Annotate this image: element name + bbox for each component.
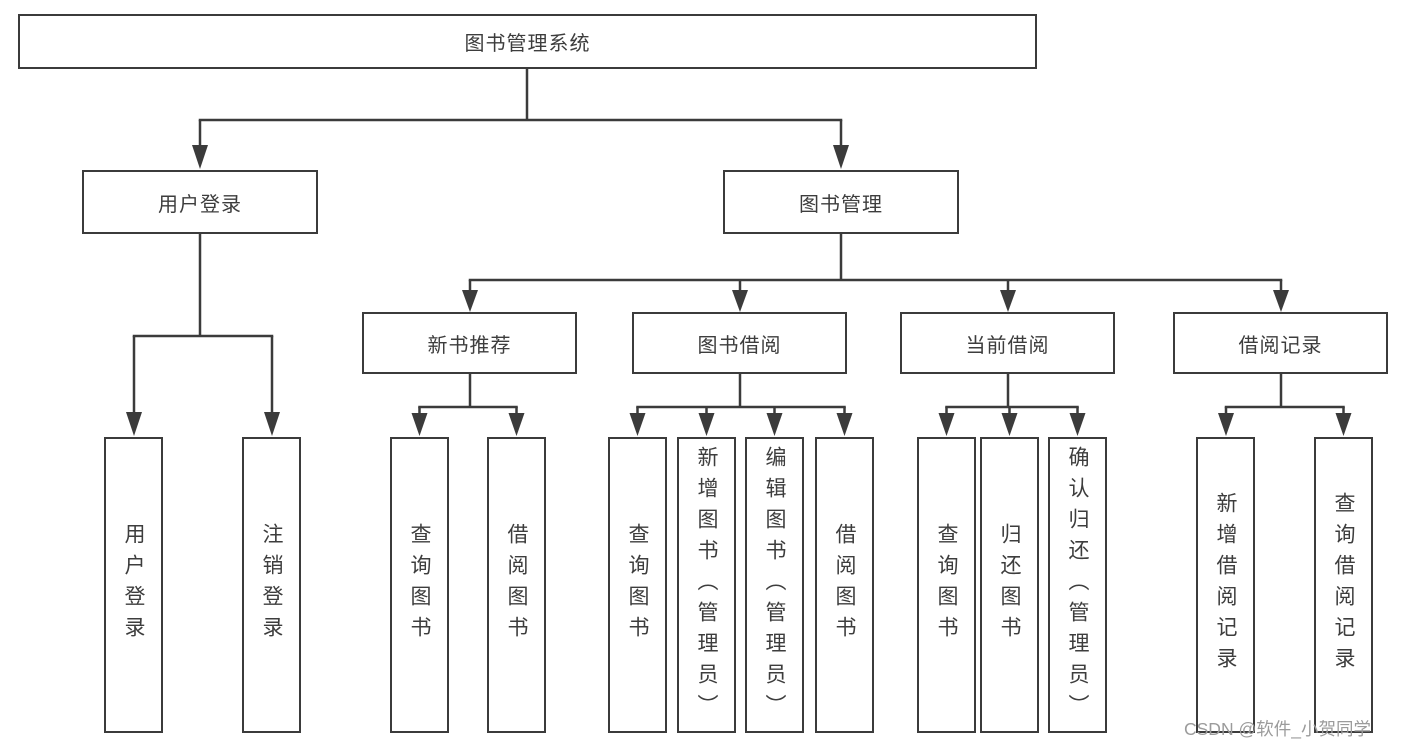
node-leaf-query-books-3: 查询图书 <box>917 437 976 733</box>
node-leaf-query-books-1: 查询图书 <box>390 437 449 733</box>
csdn-watermark: CSDN @软件_小贺同学 <box>1184 719 1371 739</box>
connector-current-borrow-to-leaves <box>938 374 1086 436</box>
node-leaf-query-borrow-record: 查询借阅记录 <box>1314 437 1373 733</box>
connector-user-login-to-leaves <box>126 234 280 436</box>
node-branch-book-management: 图书管理 <box>723 170 959 234</box>
node-leaf-borrow-books-2: 借阅图书 <box>815 437 874 733</box>
node-leaf-query-books-2: 查询图书 <box>608 437 667 733</box>
connector-book-borrow-to-leaves <box>629 374 853 436</box>
connector-root-to-branches <box>192 69 849 169</box>
node-leaf-confirm-return-admin: 确认归还（管理员） <box>1048 437 1107 733</box>
connector-borrow-records-to-leaves <box>1218 374 1352 436</box>
connector-new-books-to-leaves <box>411 374 525 436</box>
node-leaf-borrow-books-1: 借阅图书 <box>487 437 546 733</box>
node-section-book-borrow: 图书借阅 <box>632 312 847 374</box>
node-section-current-borrow: 当前借阅 <box>900 312 1115 374</box>
node-leaf-add-books-admin: 新增图书（管理员） <box>677 437 736 733</box>
node-section-borrow-records: 借阅记录 <box>1173 312 1388 374</box>
node-leaf-edit-books-admin: 编辑图书（管理员） <box>745 437 804 733</box>
node-leaf-user-login: 用户登录 <box>104 437 163 733</box>
node-leaf-add-borrow-record: 新增借阅记录 <box>1196 437 1255 733</box>
connector-book-mgmt-to-sections <box>462 234 1289 312</box>
node-section-new-book-recommend: 新书推荐 <box>362 312 577 374</box>
node-root-system: 图书管理系统 <box>18 14 1037 69</box>
node-branch-user-login: 用户登录 <box>82 170 318 234</box>
node-leaf-return-books: 归还图书 <box>980 437 1039 733</box>
node-leaf-logout: 注销登录 <box>242 437 301 733</box>
